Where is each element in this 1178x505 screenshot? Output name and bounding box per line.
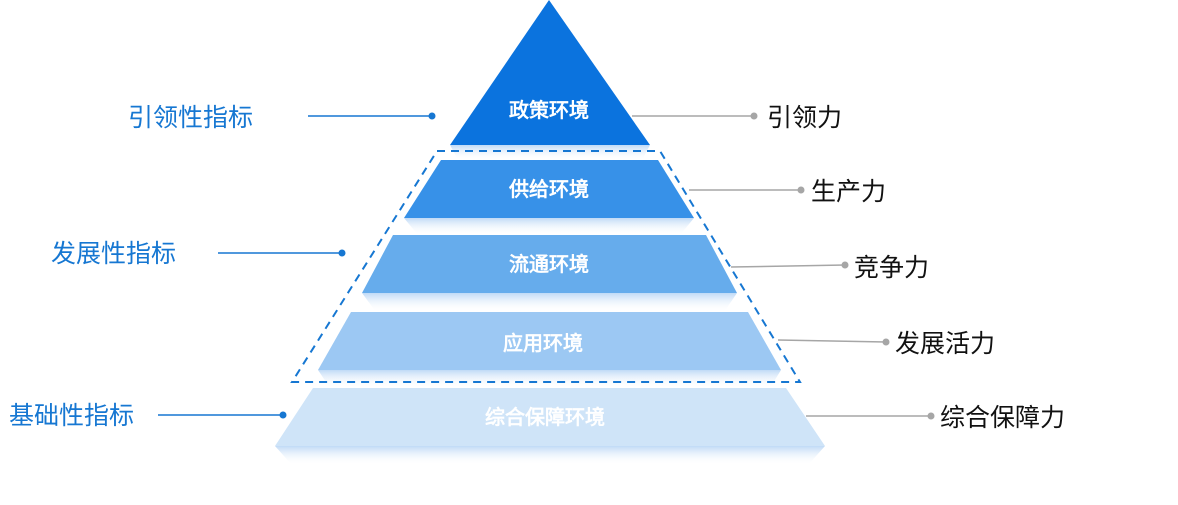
force-connector-productivity — [689, 186, 805, 194]
force-connector-competitiveness — [730, 261, 849, 269]
indicator-connector-development — [218, 249, 346, 257]
indicator-label-leading: 引领性指标 — [128, 103, 253, 132]
layer-shadow — [450, 145, 650, 160]
layer-label-policy: 政策环境 — [509, 98, 589, 122]
layer-application — [318, 312, 781, 370]
force-connector-leading — [632, 112, 758, 120]
layer-label-application: 应用环境 — [503, 331, 583, 355]
layer-support — [275, 388, 825, 446]
layer-supply — [404, 160, 694, 218]
development-indicator-frame — [290, 150, 802, 383]
layer-circulation — [362, 235, 737, 293]
force-connector-vitality — [777, 338, 890, 346]
force-label-productivity: 生产力 — [811, 177, 886, 206]
indicator-connector-basic — [158, 411, 287, 419]
layer-shadow — [318, 370, 781, 388]
indicator-label-development: 发展性指标 — [51, 239, 176, 268]
indicator-label-basic: 基础性指标 — [9, 401, 134, 430]
force-label-competitiveness: 竞争力 — [854, 253, 929, 282]
layer-policy — [450, 0, 650, 145]
layer-shadow — [362, 293, 737, 312]
force-label-vitality: 发展活力 — [895, 329, 995, 358]
layer-label-support: 综合保障环境 — [485, 405, 605, 429]
indicator-connector-leading — [308, 112, 436, 120]
layer-label-supply: 供给环境 — [508, 177, 589, 201]
layer-shadow — [275, 446, 825, 465]
force-label-leading: 引领力 — [767, 103, 842, 132]
force-connector-support — [806, 412, 935, 420]
force-label-support: 综合保障力 — [940, 403, 1065, 432]
layer-shadow — [404, 218, 694, 235]
layer-label-circulation: 流通环境 — [509, 252, 589, 276]
